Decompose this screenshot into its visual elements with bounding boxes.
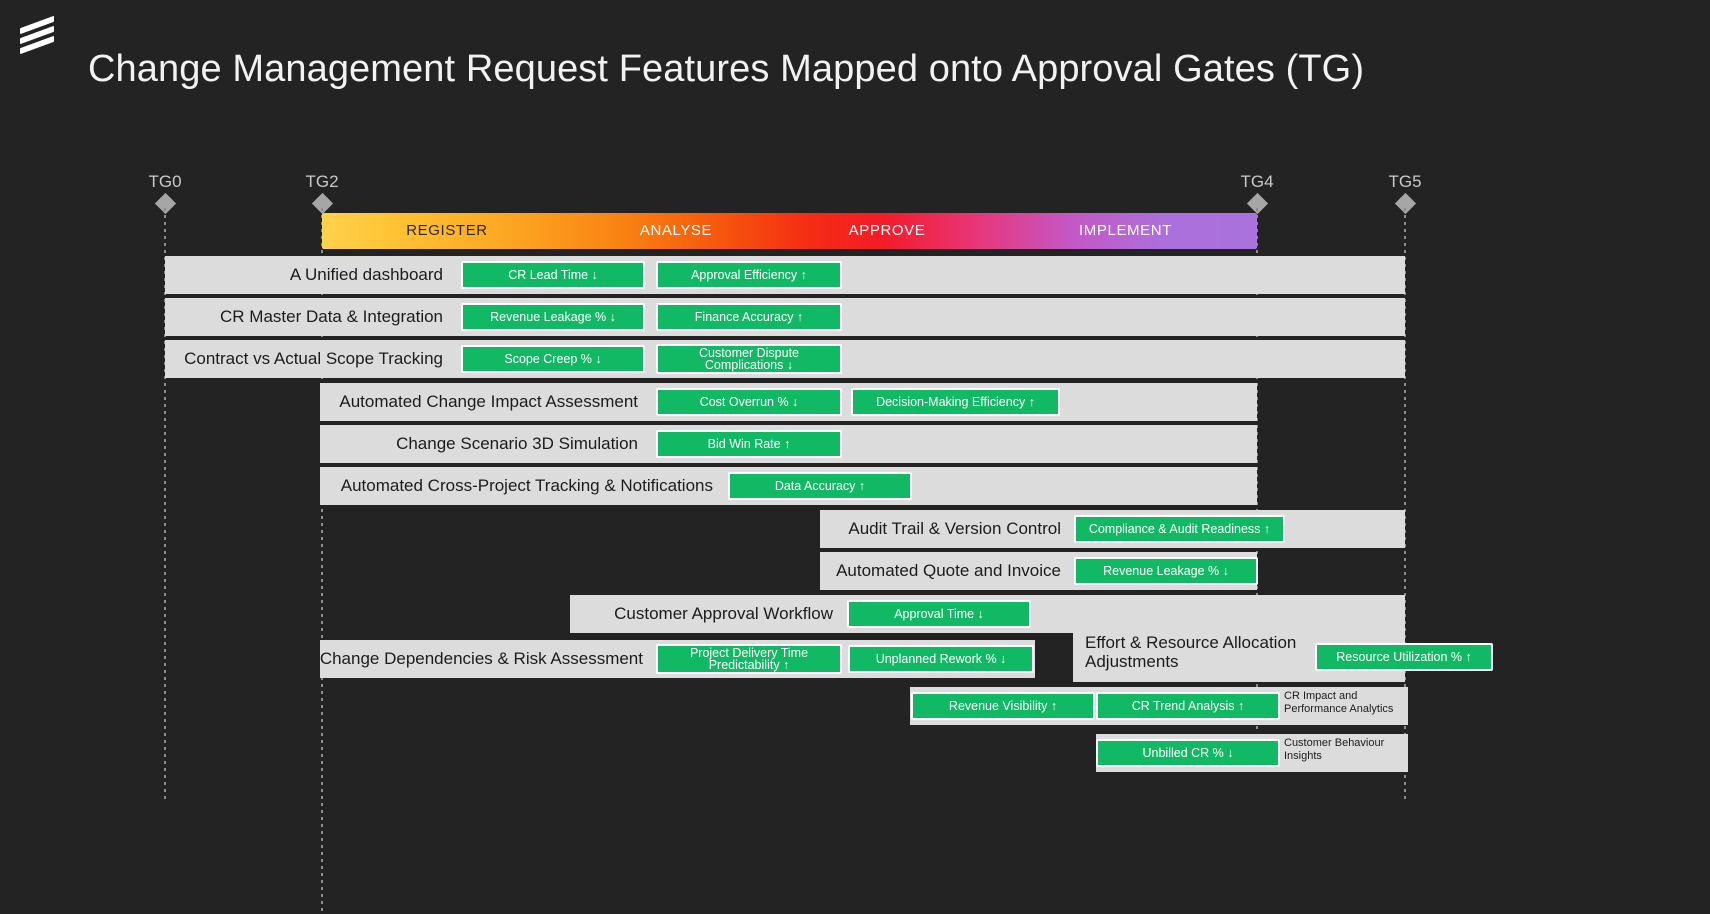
gate-dotted-line bbox=[321, 208, 323, 914]
kpi-tag[interactable]: Project Delivery Time Predictability ↑ bbox=[656, 644, 842, 674]
kpi-tag[interactable]: Compliance & Audit Readiness ↑ bbox=[1074, 515, 1285, 543]
feature-label: Automated Cross-Project Tracking & Notif… bbox=[340, 476, 713, 495]
gate-label: TG2 bbox=[305, 172, 339, 191]
kpi-tag[interactable]: Finance Accuracy ↑ bbox=[656, 303, 842, 331]
feature-label: Automated Quote and Invoice bbox=[836, 561, 1061, 580]
kpi-tag[interactable]: Approval Time ↓ bbox=[847, 600, 1031, 628]
phase-label-approve: APPROVE bbox=[848, 222, 926, 239]
kpi-tag[interactable]: Resource Utilization % ↑ bbox=[1315, 643, 1493, 671]
gate-dotted-line bbox=[1256, 208, 1258, 730]
kpi-tag[interactable]: Unplanned Rework % ↓ bbox=[848, 645, 1034, 673]
kpi-tag[interactable]: Scope Creep % ↓ bbox=[461, 345, 645, 373]
kpi-tag[interactable]: Unbilled CR % ↓ bbox=[1096, 739, 1280, 767]
ericsson-logo bbox=[20, 15, 54, 55]
gate-dotted-line bbox=[1404, 208, 1406, 800]
feature-label: Automated Change Impact Assessment bbox=[339, 392, 638, 411]
feature-label: Contract vs Actual Scope Tracking bbox=[184, 349, 443, 368]
kpi-tag[interactable]: Revenue Leakage % ↓ bbox=[461, 303, 645, 331]
phase-label-register: REGISTER bbox=[406, 222, 488, 239]
feature-label: A Unified dashboard bbox=[289, 265, 443, 284]
phase-label-analyse: ANALYSE bbox=[639, 222, 713, 239]
gate-label: TG0 bbox=[148, 172, 182, 191]
gate-dotted-line bbox=[164, 208, 166, 800]
kpi-tag[interactable]: Approval Efficiency ↑ bbox=[656, 261, 842, 289]
kpi-tag[interactable]: Decision-Making Efficiency ↑ bbox=[851, 388, 1060, 416]
kpi-tag[interactable]: Data Accuracy ↑ bbox=[728, 472, 912, 500]
feature-label: Customer Behaviour Insights bbox=[1284, 737, 1385, 762]
page-title: Change Management Request Features Mappe… bbox=[88, 48, 1365, 90]
feature-label: Audit Trail & Version Control bbox=[848, 519, 1061, 538]
gate-label: TG4 bbox=[1240, 172, 1274, 191]
phase-label-implement: IMPLEMENT bbox=[1079, 222, 1172, 239]
feature-label: Change Dependencies & Risk Assessment bbox=[319, 649, 643, 668]
kpi-tag[interactable]: CR Trend Analysis ↑ bbox=[1096, 692, 1280, 720]
kpi-tag[interactable]: Revenue Visibility ↑ bbox=[911, 692, 1095, 720]
feature-label: Effort & Resource Allocation Adjustments bbox=[1085, 633, 1297, 671]
feature-label: CR Master Data & Integration bbox=[220, 307, 443, 326]
kpi-tag[interactable]: Customer Dispute Complications ↓ bbox=[656, 344, 842, 374]
kpi-tag[interactable]: Bid Win Rate ↑ bbox=[656, 430, 842, 458]
kpi-tag[interactable]: Cost Overrun % ↓ bbox=[656, 388, 842, 416]
kpi-tag[interactable]: Revenue Leakage % ↓ bbox=[1074, 557, 1258, 585]
feature-label: CR Impact and Performance Analytics bbox=[1284, 690, 1394, 715]
feature-label: Change Scenario 3D Simulation bbox=[396, 434, 638, 453]
feature-label: Customer Approval Workflow bbox=[614, 604, 833, 623]
phase-bar: REGISTER ANALYSE APPROVE IMPLEMENT bbox=[322, 213, 1257, 249]
gate-label: TG5 bbox=[1388, 172, 1422, 191]
kpi-tag[interactable]: CR Lead Time ↓ bbox=[461, 261, 645, 289]
